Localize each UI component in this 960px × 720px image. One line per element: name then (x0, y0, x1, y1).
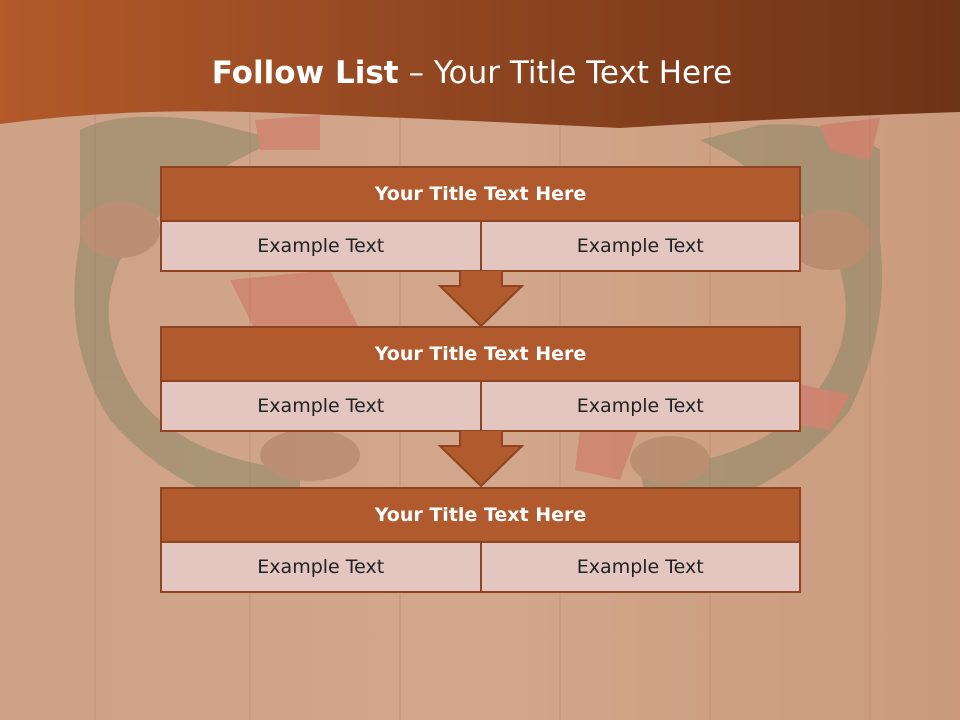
step-title: Your Title Text Here (160, 487, 801, 543)
step-cell-left: Example Text (160, 382, 482, 432)
step-cell-right: Example Text (481, 543, 801, 593)
slide-title-bold: Follow List (211, 55, 399, 91)
step-title: Your Title Text Here (160, 326, 801, 382)
down-arrow-icon (438, 430, 524, 488)
step-title: Your Title Text Here (160, 166, 801, 222)
step-block-3: Your Title Text Here Example Text Exampl… (160, 487, 801, 593)
slide-title: Follow List – Your Title Text Here (0, 55, 944, 91)
step-row: Example Text Example Text (160, 222, 801, 272)
step-row: Example Text Example Text (160, 382, 801, 432)
step-block-2: Your Title Text Here Example Text Exampl… (160, 326, 801, 432)
down-arrow-icon (438, 270, 524, 328)
step-row: Example Text Example Text (160, 543, 801, 593)
step-cell-right: Example Text (481, 222, 801, 272)
header-banner (0, 0, 960, 128)
step-cell-right: Example Text (481, 382, 801, 432)
step-cell-left: Example Text (160, 222, 482, 272)
slide-title-rest: – Your Title Text Here (408, 55, 733, 91)
step-block-1: Your Title Text Here Example Text Exampl… (160, 166, 801, 272)
step-cell-left: Example Text (160, 543, 482, 593)
